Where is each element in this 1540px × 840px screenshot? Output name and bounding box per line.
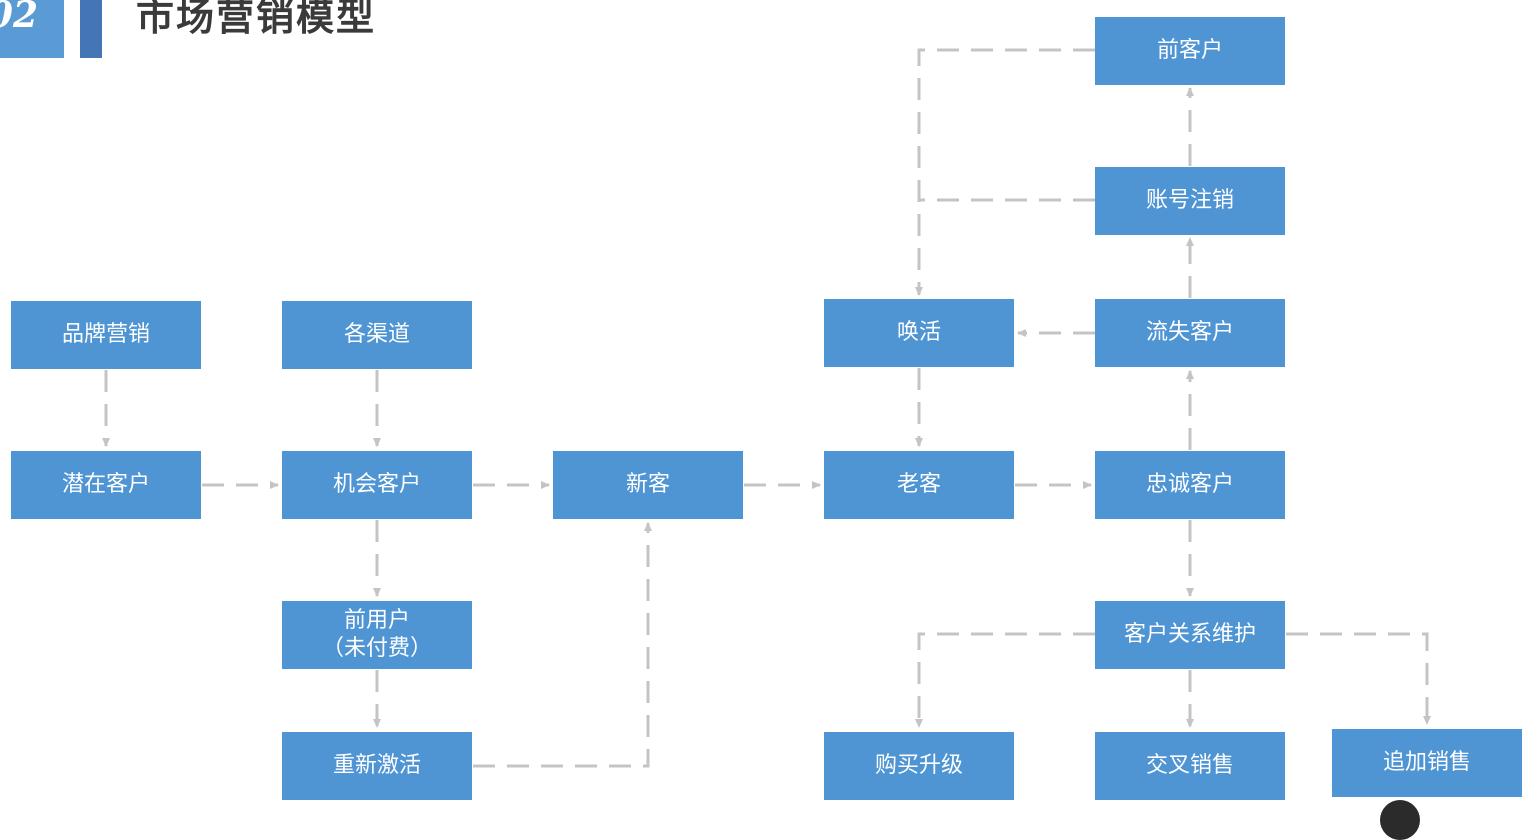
node-label: 新客 <box>625 472 670 497</box>
node-label: 追加销售 <box>1382 750 1471 775</box>
node-pre-user: 前用户 （未付费） <box>282 601 472 669</box>
section-number: 02 <box>0 0 38 36</box>
node-label: 账号注销 <box>1145 188 1234 213</box>
node-loyal-customer: 忠诚客户 <box>1095 451 1285 519</box>
node-label: 购买升级 <box>874 753 963 778</box>
node-lost-customer: 流失客户 <box>1095 299 1285 367</box>
node-crm: 客户关系维护 <box>1095 601 1285 669</box>
node-label: 品牌营销 <box>61 322 150 347</box>
node-cross-sell: 交叉销售 <box>1095 732 1285 800</box>
node-add-on-sale: 追加销售 <box>1332 729 1522 797</box>
node-wake-up: 唤活 <box>824 299 1014 367</box>
node-brand-marketing: 品牌营销 <box>11 301 201 369</box>
node-label-line1: 前用户 <box>343 608 410 633</box>
node-label: 忠诚客户 <box>1145 472 1234 497</box>
connector-layer <box>102 48 1431 768</box>
node-label: 前客户 <box>1156 38 1223 63</box>
node-account-cancel: 账号注销 <box>1095 167 1285 235</box>
node-label: 唤活 <box>896 320 941 345</box>
node-label: 客户关系维护 <box>1123 622 1256 647</box>
node-label-line2: （未付费） <box>321 636 432 661</box>
edge-former-to-wakeup <box>915 48 1095 296</box>
node-opportunity-customer: 机会客户 <box>282 451 472 519</box>
node-channels: 各渠道 <box>282 301 472 369</box>
edge-crm-to-addon <box>1286 632 1431 725</box>
node-label: 交叉销售 <box>1145 753 1234 778</box>
page-title: 市场营销模型 <box>136 0 377 39</box>
node-potential-customer: 潜在客户 <box>11 451 201 519</box>
corner-decoration <box>1380 800 1420 840</box>
node-old-customer: 老客 <box>824 451 1014 519</box>
title-accent-bar <box>80 0 102 58</box>
node-new-customer: 新客 <box>553 451 743 519</box>
edge-crm-to-upgrade <box>915 632 1095 728</box>
edge-reactivation-to-new <box>473 522 652 768</box>
node-reactivation: 重新激活 <box>282 732 472 800</box>
node-upgrade: 购买升级 <box>824 732 1014 800</box>
node-former-customer: 前客户 <box>1095 17 1285 85</box>
node-label: 流失客户 <box>1145 320 1234 345</box>
node-label: 机会客户 <box>332 472 421 497</box>
node-label: 重新激活 <box>332 753 421 778</box>
node-label: 老客 <box>896 472 941 497</box>
node-label: 潜在客户 <box>61 472 150 497</box>
section-number-badge: 02 <box>0 0 64 58</box>
node-label: 各渠道 <box>343 322 410 347</box>
